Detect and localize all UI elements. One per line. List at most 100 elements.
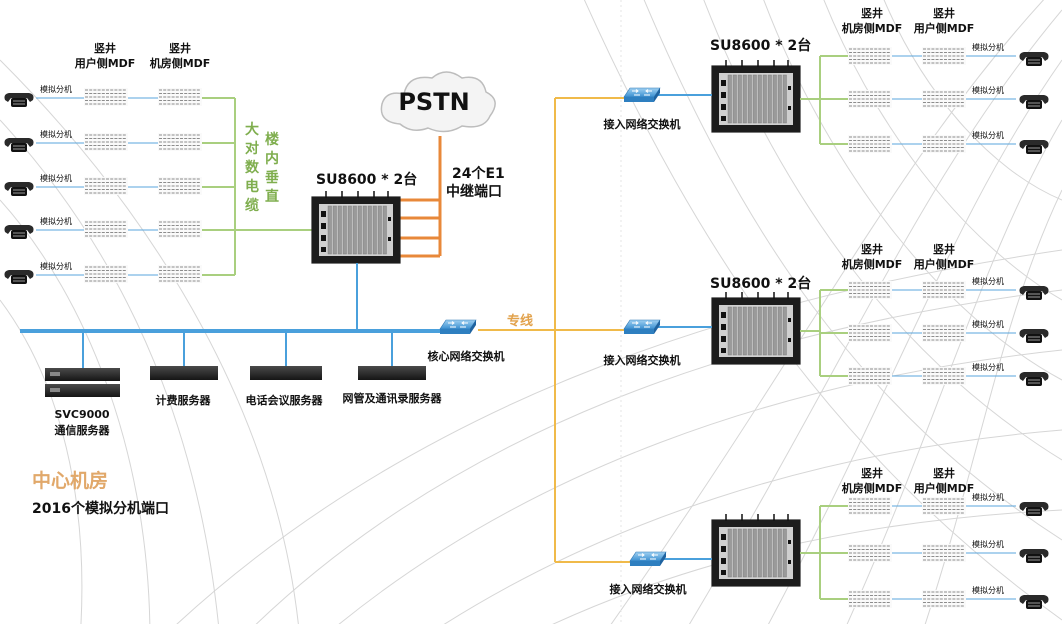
branch-row: 模拟分机 <box>820 539 1049 563</box>
server-svc9000-line2: 通信服务器 <box>55 423 111 437</box>
center-row-2: 模拟分机 <box>4 129 203 152</box>
mdf-user-block <box>921 89 967 109</box>
phone-label: 模拟分机 <box>972 276 1004 286</box>
mdf-room-block <box>847 366 893 386</box>
branch-su-label: SU8600 * 2台 <box>710 37 811 54</box>
branch-su8600-device <box>705 285 807 365</box>
mdf-user-block <box>921 496 967 516</box>
mdf-room-block <box>847 89 893 109</box>
core-switch-label: 核心网络交换机 <box>428 349 505 363</box>
room-ports: 2016个模拟分机端口 <box>32 500 169 517</box>
phone-icon <box>1019 286 1049 300</box>
cable-left-char: 数 <box>245 159 260 176</box>
mdf-room-header-1: 竖井 <box>169 41 191 55</box>
mdf-user-header-2: 用户侧MDF <box>914 257 975 271</box>
cable-left-char: 电 <box>245 178 259 195</box>
dedicated-line-label: 专线 <box>507 313 533 329</box>
mdf-user-block <box>921 589 967 609</box>
billing-server-icon <box>150 366 218 380</box>
phone-label: 模拟分机 <box>40 173 72 183</box>
mdf-user-header-1: 竖井 <box>94 41 116 55</box>
pstn-cloud-icon: PSTN <box>380 71 496 133</box>
branch-row: 模拟分机 <box>820 130 1049 154</box>
cable-left-char: 对 <box>245 140 259 157</box>
mdf-user-block <box>921 366 967 386</box>
server-conference: 电话会议服务器 <box>246 393 324 407</box>
branch-row: 模拟分机 <box>820 492 1049 516</box>
phone-icon <box>4 225 34 239</box>
phone-icon <box>4 93 34 107</box>
center-row-5: 模拟分机 <box>4 261 203 284</box>
phone-label: 模拟分机 <box>972 85 1004 95</box>
mdf-user-header-1: 竖井 <box>933 242 955 256</box>
mdf-room-block <box>847 496 893 516</box>
phone-icon <box>4 270 34 284</box>
cable-right-char: 楼 <box>265 131 279 148</box>
mdf-room-block <box>847 323 893 343</box>
mdf-user-block <box>83 87 129 107</box>
mdf-room-header-2: 机房侧MDF <box>150 56 211 70</box>
mdf-room-block <box>157 264 203 284</box>
room-title: 中心机房 <box>32 469 108 492</box>
phone-label: 模拟分机 <box>40 261 72 271</box>
server-svc9000-line1: SVC9000 <box>54 408 109 421</box>
branch-row: 模拟分机 <box>820 42 1049 66</box>
mdf-user-block <box>921 323 967 343</box>
cable-left-char: 缆 <box>245 197 259 214</box>
mdf-room-block <box>157 132 203 152</box>
phone-icon <box>1019 95 1049 109</box>
phone-icon <box>1019 372 1049 386</box>
cable-right-char: 垂 <box>265 169 279 186</box>
mdf-user-block <box>921 280 967 300</box>
branch-su8600-device <box>705 507 807 587</box>
mdf-room-header-1: 竖井 <box>861 6 883 20</box>
phone-label: 模拟分机 <box>972 319 1004 329</box>
access-switch-icon <box>623 319 661 335</box>
center-su8600-device <box>305 184 407 264</box>
e1-trunk-lines <box>398 136 442 258</box>
mdf-user-header-1: 竖井 <box>933 6 955 20</box>
mdf-user-block <box>921 134 967 154</box>
mdf-room-header-1: 竖井 <box>861 466 883 480</box>
access-switch-icon <box>623 87 661 103</box>
mdf-room-header-1: 竖井 <box>861 242 883 256</box>
nms-server-icon <box>358 366 426 380</box>
center-row-1: 模拟分机 <box>4 84 203 107</box>
mdf-user-block <box>83 132 129 152</box>
mdf-user-block <box>83 264 129 284</box>
cable-left-char: 大 <box>245 121 259 138</box>
mdf-user-header-2: 用户侧MDF <box>75 56 136 70</box>
mdf-room-block <box>157 219 203 239</box>
branch-su8600-device <box>705 53 807 133</box>
mdf-user-header-2: 用户侧MDF <box>914 21 975 35</box>
mdf-room-block <box>157 87 203 107</box>
mdf-user-block <box>83 219 129 239</box>
mdf-room-block <box>847 280 893 300</box>
mdf-room-block <box>847 134 893 154</box>
mdf-user-block <box>83 176 129 196</box>
branch-row: 模拟分机 <box>820 276 1049 300</box>
mdf-room-header-2: 机房侧MDF <box>842 21 903 35</box>
svc9000-server-icon <box>45 368 120 397</box>
e1-ports-line2: 中继端口 <box>446 183 502 200</box>
center-su-label: SU8600 * 2台 <box>316 171 417 188</box>
server-billing: 计费服务器 <box>156 393 212 407</box>
access-switch-icon <box>629 551 667 567</box>
phone-label: 模拟分机 <box>972 585 1004 595</box>
branch-row: 模拟分机 <box>820 85 1049 109</box>
branch-row: 模拟分机 <box>820 319 1049 343</box>
mdf-user-header-2: 用户侧MDF <box>914 481 975 495</box>
core-switch-icon <box>439 319 477 335</box>
cable-right-char: 直 <box>265 188 279 205</box>
mdf-room-header-2: 机房侧MDF <box>842 481 903 495</box>
access-switch-label: 接入网络交换机 <box>610 582 687 596</box>
server-nms: 网管及通讯录服务器 <box>343 391 443 405</box>
phone-label: 模拟分机 <box>972 539 1004 549</box>
mdf-room-block <box>157 176 203 196</box>
mdf-user-block <box>921 543 967 563</box>
branch-row: 模拟分机 <box>820 585 1049 609</box>
